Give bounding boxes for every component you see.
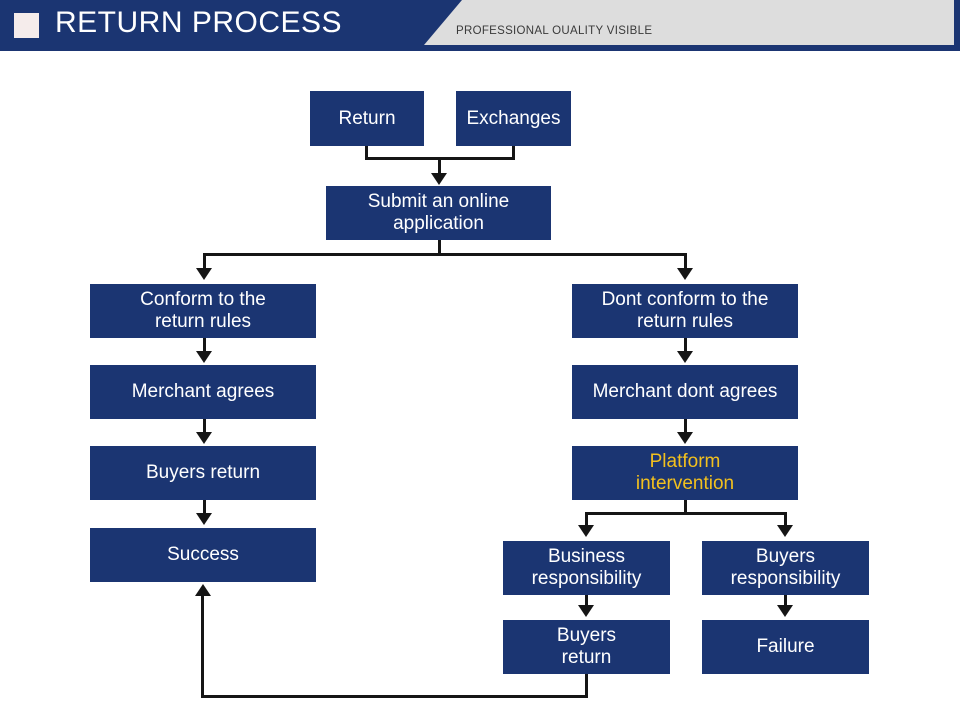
node-success[interactable]: Success bbox=[90, 528, 316, 582]
edge-platform-right-drop bbox=[784, 512, 787, 526]
node-merchant-agrees[interactable]: Merchant agrees bbox=[90, 365, 316, 419]
slide-header: RETURN PROCESS PROFESSIONAL OUALITY VISI… bbox=[0, 0, 960, 51]
arrowhead-merchant-agrees bbox=[196, 351, 212, 363]
node-submit-online-application[interactable]: Submit an online application bbox=[326, 186, 551, 240]
edge-feedback-up bbox=[201, 596, 204, 695]
header-tagline: PROFESSIONAL OUALITY VISIBLE bbox=[456, 25, 653, 37]
edge-exchanges-down bbox=[512, 146, 515, 160]
edge-feedback-bottom bbox=[201, 695, 588, 698]
arrowhead-buyers-return-left bbox=[196, 432, 212, 444]
edge-merge-to-submit bbox=[438, 157, 441, 174]
edge-platform-down bbox=[684, 500, 687, 514]
arrowhead-feedback-success bbox=[195, 584, 211, 596]
node-return[interactable]: Return bbox=[310, 91, 424, 146]
header-square-icon bbox=[14, 13, 39, 38]
node-conform-to-return-rules[interactable]: Conform to the return rules bbox=[90, 284, 316, 338]
page-title: RETURN PROCESS bbox=[55, 6, 343, 39]
edge-split-bar-platform bbox=[585, 512, 787, 515]
arrowhead-to-submit bbox=[431, 173, 447, 185]
edge-buyersresp-to-failure bbox=[784, 595, 787, 607]
edge-split-left-drop bbox=[203, 253, 206, 269]
arrowhead-to-conform bbox=[196, 268, 212, 280]
edge-merchant-to-buyers bbox=[203, 419, 206, 434]
arrowhead-to-dont-conform bbox=[677, 268, 693, 280]
edge-feedback-down bbox=[585, 674, 588, 698]
edge-platform-left-drop bbox=[585, 512, 588, 526]
node-buyers-responsibility[interactable]: Buyers responsibility bbox=[702, 541, 869, 595]
header-navy-band bbox=[0, 0, 462, 45]
node-buyers-return-left[interactable]: Buyers return bbox=[90, 446, 316, 500]
arrowhead-buyers-return-right bbox=[578, 605, 594, 617]
arrowhead-merchant-dont-agrees bbox=[677, 351, 693, 363]
node-buyers-return-right[interactable]: Buyers return bbox=[503, 620, 670, 674]
edge-submit-down bbox=[438, 240, 441, 256]
arrowhead-failure bbox=[777, 605, 793, 617]
node-merchant-dont-agrees[interactable]: Merchant dont agrees bbox=[572, 365, 798, 419]
arrowhead-buyers-responsibility bbox=[777, 525, 793, 537]
edge-split-right-drop bbox=[684, 253, 687, 269]
edge-return-down bbox=[365, 146, 368, 160]
arrowhead-success bbox=[196, 513, 212, 525]
node-platform-intervention[interactable]: Platform intervention bbox=[572, 446, 798, 500]
node-dont-conform-to-return-rules[interactable]: Dont conform to the return rules bbox=[572, 284, 798, 338]
edge-business-to-buyersreturn bbox=[585, 595, 588, 607]
edge-merchantdont-to-platform bbox=[684, 419, 687, 434]
node-exchanges[interactable]: Exchanges bbox=[456, 91, 571, 146]
node-business-responsibility[interactable]: Business responsibility bbox=[503, 541, 670, 595]
edge-buyers-to-success bbox=[203, 500, 206, 515]
arrowhead-business-responsibility bbox=[578, 525, 594, 537]
edge-split-bar-main bbox=[203, 253, 687, 256]
edge-conform-to-merchant bbox=[203, 338, 206, 353]
node-failure[interactable]: Failure bbox=[702, 620, 869, 674]
edge-dontconform-to-merchantdont bbox=[684, 338, 687, 353]
arrowhead-platform bbox=[677, 432, 693, 444]
